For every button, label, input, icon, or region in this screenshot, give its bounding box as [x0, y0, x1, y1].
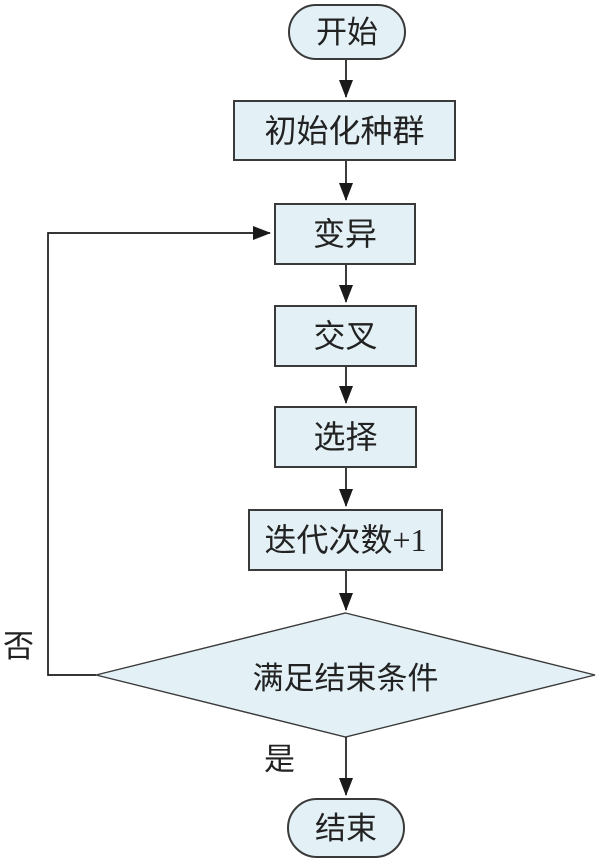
flowchart-node-end: 结束: [287, 798, 405, 858]
flowchart-node-initialize-population: 初始化种群: [233, 100, 456, 161]
edge-decision-mutation-loop: [47, 226, 271, 676]
node-decision-label: 满足结束条件: [252, 660, 439, 696]
node-end-label: 结束: [315, 810, 377, 846]
edge-label-yes: 是: [264, 744, 295, 775]
flowchart-node-start: 开始: [288, 4, 406, 60]
flowchart-node-mutation: 变异: [274, 203, 416, 265]
node-iteration-label: 迭代次数+1: [264, 522, 427, 558]
node-mutation-label: 变异: [312, 216, 377, 252]
edge-label-no-text: 否: [3, 629, 34, 664]
node-init-label: 初始化种群: [264, 112, 425, 149]
edge-label-yes-text: 是: [264, 742, 295, 777]
node-selection-label: 选择: [313, 419, 378, 455]
flowchart-node-selection: 选择: [274, 406, 417, 468]
edge-label-no: 否: [3, 631, 34, 662]
node-crossover-label: 交叉: [313, 318, 378, 354]
flowchart-node-decision: 满足结束条件: [96, 613, 595, 737]
node-start-label: 开始: [316, 14, 378, 50]
flowchart-node-iteration-increment: 迭代次数+1: [248, 509, 443, 571]
flowchart-node-crossover: 交叉: [274, 305, 417, 367]
